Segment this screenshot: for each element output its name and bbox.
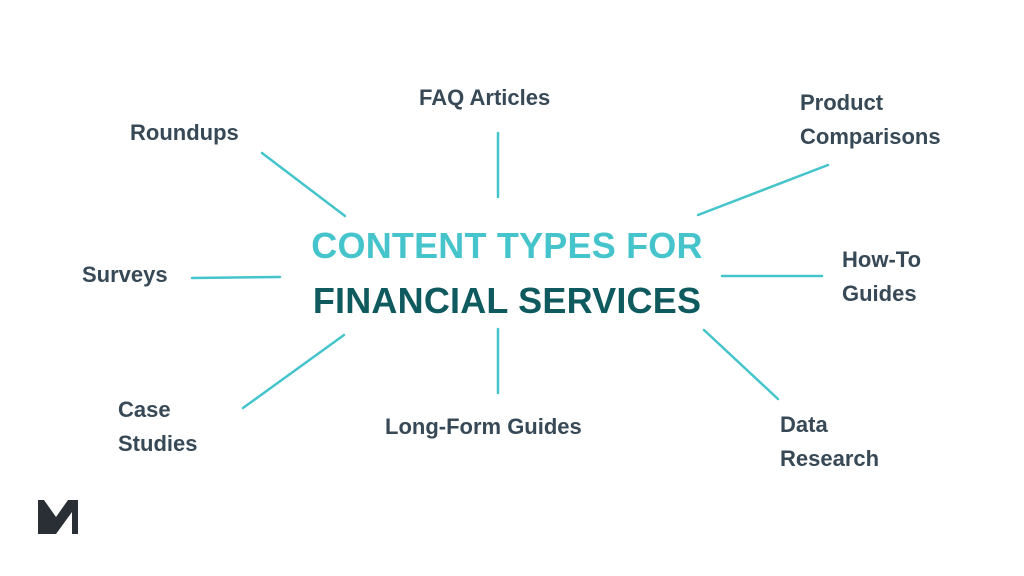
connector-data-research: [702, 328, 780, 401]
node-long-form-guides: Long-Form Guides: [385, 410, 582, 444]
node-case-studies-line-1: Case: [118, 397, 171, 422]
node-case-studies-line-2: Studies: [118, 431, 198, 456]
node-case-studies: Case Studies: [118, 393, 197, 461]
node-product-comparisons-line-2: Comparisons: [800, 124, 941, 149]
node-how-to-guides-line-2: Guides: [842, 281, 917, 306]
connector-roundups: [260, 151, 347, 218]
connector-product-comparisons: [696, 163, 830, 217]
connector-surveys: [190, 275, 282, 280]
node-roundups: Roundups: [130, 116, 239, 150]
node-surveys-label: Surveys: [82, 262, 168, 287]
brand-logo-icon: [38, 500, 78, 534]
node-product-comparisons: Product Comparisons: [800, 86, 941, 154]
node-long-form-guides-label: Long-Form Guides: [385, 414, 582, 439]
node-data-research: Data Research: [780, 408, 879, 476]
node-faq-articles-label: FAQ Articles: [419, 85, 551, 110]
node-how-to-guides: How-To Guides: [842, 243, 921, 311]
node-surveys: Surveys: [82, 258, 168, 292]
node-roundups-label: Roundups: [130, 120, 239, 145]
title-line-2: FINANCIAL SERVICES: [312, 280, 702, 321]
title-line-1: CONTENT TYPES FOR: [311, 225, 703, 266]
node-faq-articles: FAQ Articles: [419, 81, 550, 115]
node-product-comparisons-line-1: Product: [800, 90, 884, 115]
connector-case-studies: [241, 333, 346, 410]
node-data-research-line-1: Data: [780, 412, 828, 437]
node-how-to-guides-line-1: How-To: [842, 247, 922, 272]
node-data-research-line-2: Research: [780, 446, 880, 471]
